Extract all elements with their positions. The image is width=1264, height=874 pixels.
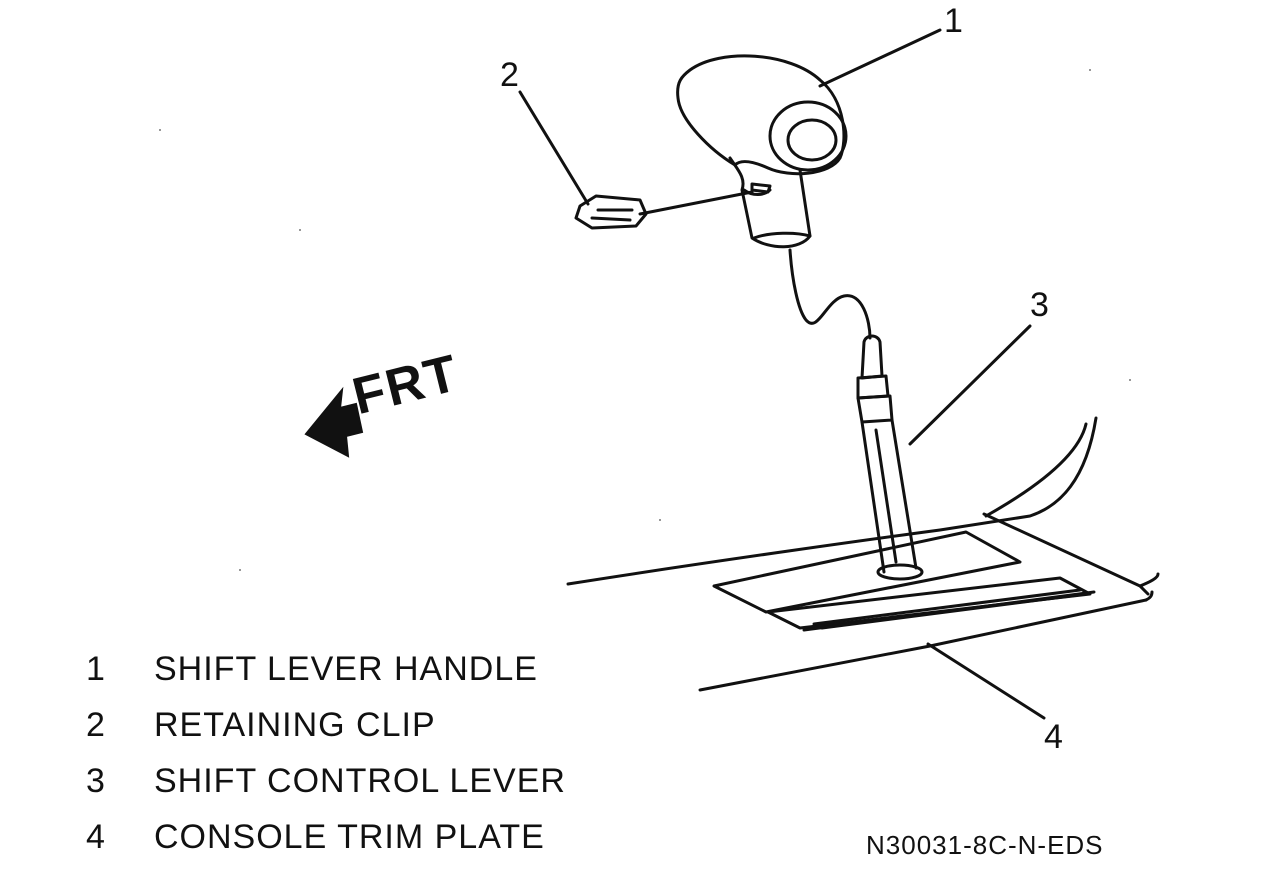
- legend-item: 4 CONSOLE TRIM PLATE: [86, 818, 566, 874]
- parts-legend: 1 SHIFT LEVER HANDLE 2 RETAINING CLIP 3 …: [86, 650, 566, 874]
- legend-text: RETAINING CLIP: [154, 706, 436, 744]
- figure-code: N30031-8C-N-EDS: [866, 830, 1104, 860]
- legend-item: 3 SHIFT CONTROL LEVER: [86, 762, 566, 818]
- legend-number: 1: [86, 650, 106, 688]
- legend-text: SHIFT CONTROL LEVER: [154, 762, 566, 800]
- callout-2: 2: [500, 56, 519, 94]
- legend-item: 2 RETAINING CLIP: [86, 706, 566, 762]
- arrow-left-icon: [304, 386, 364, 458]
- console-trim-plate-drawing: [566, 416, 1160, 692]
- legend-text: CONSOLE TRIM PLATE: [154, 818, 545, 856]
- callout-1: 1: [944, 2, 963, 40]
- scan-specks: [159, 69, 1131, 571]
- legend-number: 3: [86, 762, 106, 800]
- legend-text: SHIFT LEVER HANDLE: [154, 650, 538, 688]
- leader-line-1: [818, 28, 942, 88]
- legend-item: 1 SHIFT LEVER HANDLE: [86, 650, 566, 706]
- callout-3: 3: [1030, 286, 1049, 324]
- retaining-clip-drawing: [574, 190, 754, 230]
- leader-line-4: [926, 642, 1046, 720]
- leader-line-2: [518, 90, 590, 206]
- legend-number: 2: [86, 706, 106, 744]
- handle-to-lever-line: [788, 248, 872, 340]
- shift-lever-handle-drawing: [676, 54, 848, 249]
- legend-number: 4: [86, 818, 106, 856]
- leader-line-3: [908, 324, 1032, 446]
- callout-4: 4: [1044, 718, 1063, 756]
